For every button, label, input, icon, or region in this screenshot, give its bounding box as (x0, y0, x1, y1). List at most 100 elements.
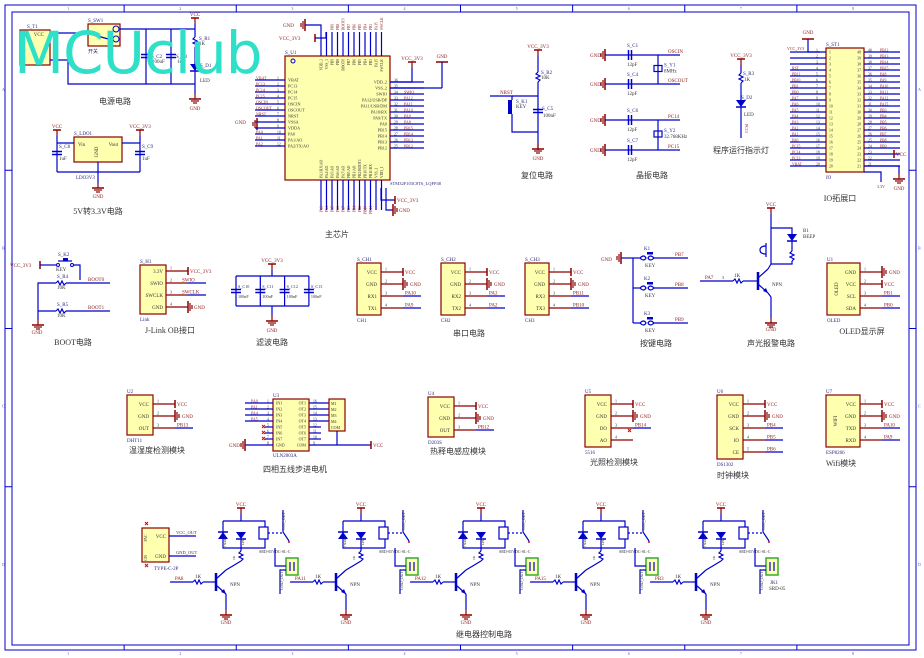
pin-name: RX3 (536, 295, 546, 300)
diode-triangle (698, 532, 708, 539)
component-ref: S_K2 (58, 253, 70, 258)
pin-number: 26 (868, 133, 872, 137)
net-label: PA15 (535, 577, 546, 582)
component-value: 1uF (142, 157, 150, 162)
net-label: PB11 (369, 206, 373, 214)
net-label: PC13 (744, 124, 749, 133)
component-ref: S_LDO1 (74, 132, 93, 137)
ldo-regulator (73, 136, 123, 163)
component-value: 1K (744, 78, 751, 83)
component-value: KEY (645, 329, 656, 334)
power-net-label: VCC (405, 271, 416, 276)
net-label: NRST (256, 112, 267, 117)
component-value: NPN (230, 583, 240, 588)
pin-name: 12 (829, 117, 833, 121)
pin-number: 28 (868, 121, 872, 125)
power-net-label: VCC_3V3 (129, 125, 151, 130)
net-label: PA7 (705, 276, 714, 281)
resistor-icon (312, 578, 324, 586)
zone-row-label: B (918, 245, 921, 250)
relay-contact (288, 541, 290, 543)
pin-name: RX2 (452, 295, 462, 300)
component-value: BEEP (803, 235, 815, 240)
component-value: 100nF (543, 114, 556, 119)
resistor-icon (672, 578, 684, 586)
net-label: VCC_OUT (176, 530, 197, 535)
power-net-label: VCC (177, 403, 188, 408)
pin-name: PA9/TX (373, 116, 387, 121)
pin-name: OT3 (299, 413, 306, 418)
power-port-icon: VCC (893, 150, 907, 158)
status-led-icon (716, 532, 726, 540)
net-label: PA12 (880, 97, 888, 101)
power-net-label: GND (889, 415, 900, 420)
component-ref: S_C2 (151, 55, 163, 60)
pin-number: 15 (816, 133, 820, 137)
pin-number: 1 (458, 401, 460, 406)
resistor-zigzag (192, 578, 204, 586)
ground-icon (340, 610, 352, 620)
component-ref: JK1 (770, 581, 779, 586)
power-net-label: VCC (236, 503, 247, 508)
power-port-icon: VCC (174, 400, 188, 408)
power-net-label: GND (772, 415, 783, 420)
relay-title: 继电器控制电路 (456, 629, 512, 639)
boot-title: BOOT电路 (54, 337, 92, 347)
zone-column-label: 2 (179, 651, 181, 656)
pin-name: PB5 (358, 59, 362, 65)
net-label: PA8 (404, 120, 411, 125)
wire (50, 59, 195, 85)
power-net-label: GND (803, 31, 814, 36)
component-body (584, 394, 612, 448)
net-label: PB7 (675, 253, 684, 258)
status-led-icon (596, 532, 606, 540)
component-body (826, 262, 861, 316)
pin-name: PA0 (288, 132, 295, 137)
diode-triangle (338, 532, 348, 539)
component-value: LED (721, 538, 725, 545)
pin-number: 4 (469, 303, 471, 308)
relay-switch (402, 510, 410, 542)
power-net-label: GND (93, 195, 104, 200)
switch-label: 开关 (88, 48, 98, 55)
pin-number: 4 (816, 67, 818, 71)
net-label: GND_OUT (176, 550, 197, 555)
power-net-label: VCC (896, 153, 907, 158)
component-body (716, 394, 744, 460)
pin-name: VCC (34, 33, 45, 38)
module-label: WIFI (834, 415, 839, 426)
npn-transistor-icon (454, 569, 467, 595)
zone-column-label: 5 (516, 6, 518, 11)
component-value: 1K (592, 555, 596, 560)
wire (274, 548, 286, 567)
resistor-icon (55, 307, 67, 315)
oled-title: OLED显示屏 (839, 327, 884, 336)
component-value: 12pF (627, 92, 638, 97)
power-port-icon: VCC_3V3 (187, 267, 212, 275)
pin-name: 16 (829, 141, 833, 145)
pin-number: 2 (277, 83, 279, 87)
pin-number: 37 (868, 67, 872, 71)
power-port-icon: VCC_3V3 (401, 57, 423, 68)
pin-number: 32 (868, 97, 872, 101)
relay-switch (642, 510, 650, 542)
net-label: PB12 (404, 144, 413, 149)
pin-name: PA5/AO (331, 165, 335, 178)
net-label: OSCOUT (668, 79, 688, 84)
pin-name: PB15 (378, 128, 387, 133)
power-port-icon: VCC_3V3 (394, 196, 419, 204)
power-port-icon: VCC (881, 280, 895, 288)
component-ref: U4 (428, 392, 435, 397)
component-value: 1N4007 (223, 536, 227, 547)
net-label: PA2 (792, 127, 799, 131)
pin-number: 33 (868, 91, 872, 95)
pin-name: 3 (829, 63, 831, 67)
key-cap-icon (63, 258, 68, 261)
relay-contact (768, 541, 770, 543)
uln2003-body (272, 398, 310, 452)
pin-number: 19 (816, 157, 820, 161)
transistor-collector (335, 569, 347, 580)
